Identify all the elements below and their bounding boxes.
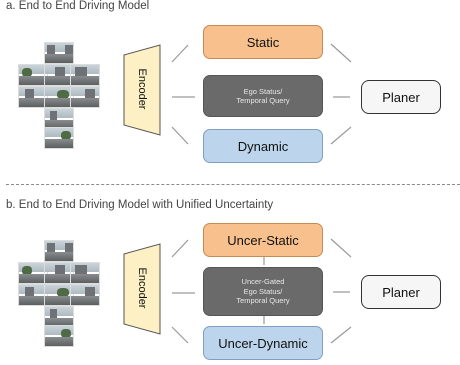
ego-status-box-a: Ego Status/ Temporal Query (203, 75, 323, 117)
camera-thumbnail (44, 42, 74, 64)
panel-a-title: a. End to End Driving Model (6, 0, 150, 12)
camera-thumbnail (44, 262, 74, 284)
camera-thumbnail (44, 127, 74, 149)
camera-thumbnail (18, 64, 48, 86)
camera-thumbnail (44, 64, 74, 86)
camera-thumbnail (44, 284, 74, 306)
camera-thumbnail (70, 64, 100, 86)
camera-thumbnail (18, 284, 48, 306)
planer-box-b: Planer (361, 275, 441, 309)
camera-thumbnail (70, 284, 100, 306)
camera-thumbnail (70, 86, 100, 108)
ego-line-2: Ego Status/ (243, 286, 283, 296)
encoder-label-a: Encoder (136, 68, 148, 110)
camera-thumbnail (18, 262, 48, 284)
ego-line-1: Uncer-Gated (241, 277, 285, 287)
section-divider (6, 184, 460, 185)
dynamic-box-a: Dynamic (203, 129, 323, 163)
camera-thumbnail (18, 86, 48, 108)
ego-line-2: Temporal Query (236, 96, 290, 105)
camera-thumbnail (44, 86, 74, 108)
panel-b-title: b. End to End Driving Model with Unified… (6, 199, 274, 211)
encoder-block-a (123, 44, 161, 136)
camera-thumbnail (44, 325, 74, 347)
camera-thumbnail (44, 240, 74, 262)
encoder-block-b (123, 243, 161, 335)
camera-thumbnail (70, 262, 100, 284)
encoder-label-b: Encoder (136, 267, 148, 309)
uncer-gated-ego-box-b: Uncer-Gated Ego Status/ Temporal Query (203, 267, 323, 316)
ego-line-3: Temporal Query (236, 296, 290, 306)
planer-box-a: Planer (361, 80, 441, 114)
uncer-static-box-b: Uncer-Static (203, 223, 323, 257)
ego-line-1: Ego Status/ (243, 86, 283, 96)
uncer-dynamic-box-b: Uncer-Dynamic (203, 326, 323, 360)
static-box-a: Static (203, 25, 323, 59)
